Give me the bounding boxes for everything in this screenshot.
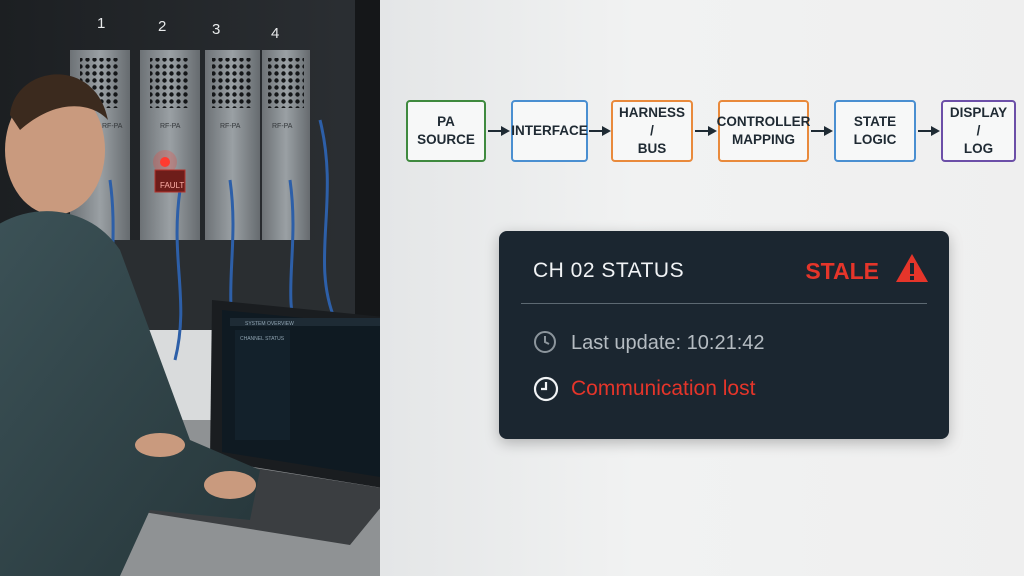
fault-led [160,157,170,167]
flow-node-state-logic: STATE LOGIC [834,100,916,162]
slot-number: 4 [271,25,279,42]
card-divider [521,303,927,304]
flow-arrow [488,126,510,136]
laptop-app-title: SYSTEM OVERVIEW [245,321,294,327]
slot-number: 1 [97,15,105,32]
slot-number: 2 [158,18,166,35]
flow-node-display-log: DISPLAY /LOG [941,100,1016,162]
module-label: RF-PA [272,123,293,130]
warning-icon [895,253,929,288]
flow-node-interface: INTERFACE [511,100,588,162]
card-title: CH 02 STATUS [533,259,685,282]
fault-label: FAULT [160,181,184,190]
module-label: RF-PA [102,123,123,130]
flow-node-pa-source: PA SOURCE [406,100,486,162]
flow-arrow [695,126,717,136]
module-label: RF-PA [220,123,241,130]
flow-arrow [589,126,611,136]
flow-node-harness-bus: HARNESS /BUS [611,100,693,162]
module-label: RF-PA [160,123,181,130]
rack-photo: 1 2 3 4 RF-PA RF-PA RF-PA RF-PA FAULT SY… [0,0,400,576]
clock-icon [533,376,559,407]
flow-arrow [918,126,940,136]
clock-icon [533,330,557,359]
laptop-panel-title: CHANNEL STATUS [240,336,285,342]
last-update-text: Last update: 10:21:42 [571,332,765,354]
status-badge: STALE [805,258,879,284]
technician [0,74,260,576]
laptop: SYSTEM OVERVIEW CHANNEL STATUS [100,300,400,545]
slot-number: 3 [212,21,220,38]
flow-arrow [811,126,833,136]
channel-status-card: CH 02 STATUS STALE Last update: 10:21:42… [499,231,949,439]
communication-lost-message: Communication lost [571,377,756,400]
